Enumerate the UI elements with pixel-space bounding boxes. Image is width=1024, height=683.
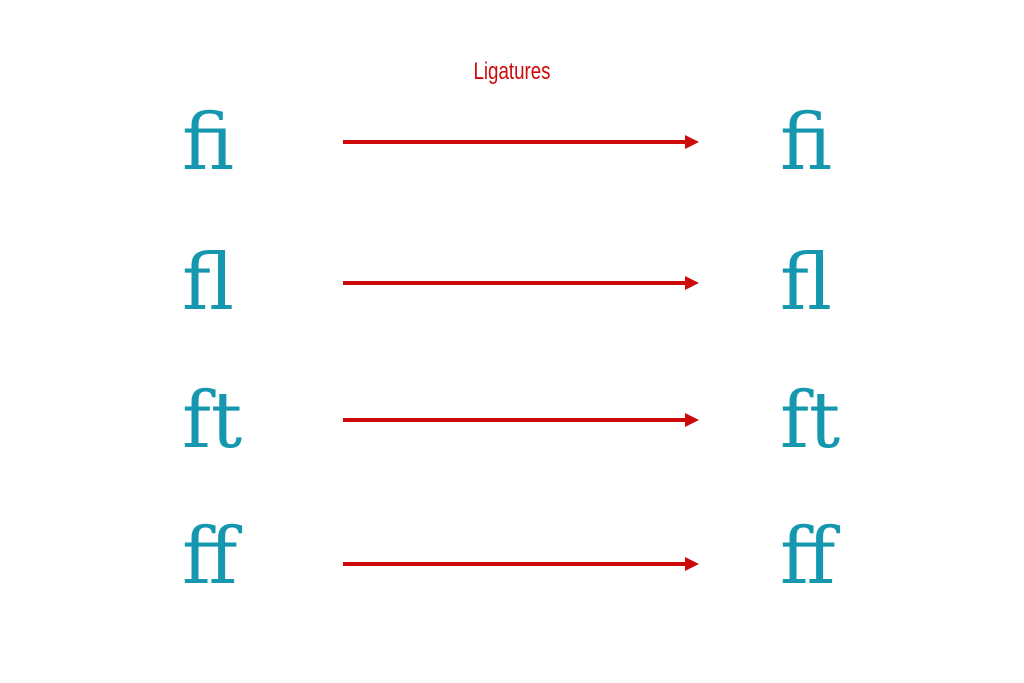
right-arrow-icon	[343, 413, 699, 427]
ligature-glyph: ﬀ	[780, 512, 836, 602]
separate-letters: ft	[182, 376, 243, 466]
ligature-glyph: ﬂ	[780, 238, 833, 328]
right-arrow-icon	[343, 276, 699, 290]
right-arrow-icon	[343, 135, 699, 149]
diagram-title: Ligatures	[473, 58, 551, 85]
separate-letters: fi	[182, 98, 235, 188]
ligature-row-ff: ff ﬀ	[0, 518, 1024, 618]
separate-letters: ff	[182, 512, 238, 602]
right-arrow-icon	[343, 557, 699, 571]
ligature-glyph: ft	[780, 376, 841, 466]
ligature-glyph: ﬁ	[780, 98, 833, 188]
ligature-row-fl: fl ﬂ	[0, 244, 1024, 344]
separate-letters: fl	[182, 238, 235, 328]
ligature-row-ft: ft ft	[0, 382, 1024, 482]
ligature-row-fi: fi ﬁ	[0, 104, 1024, 204]
